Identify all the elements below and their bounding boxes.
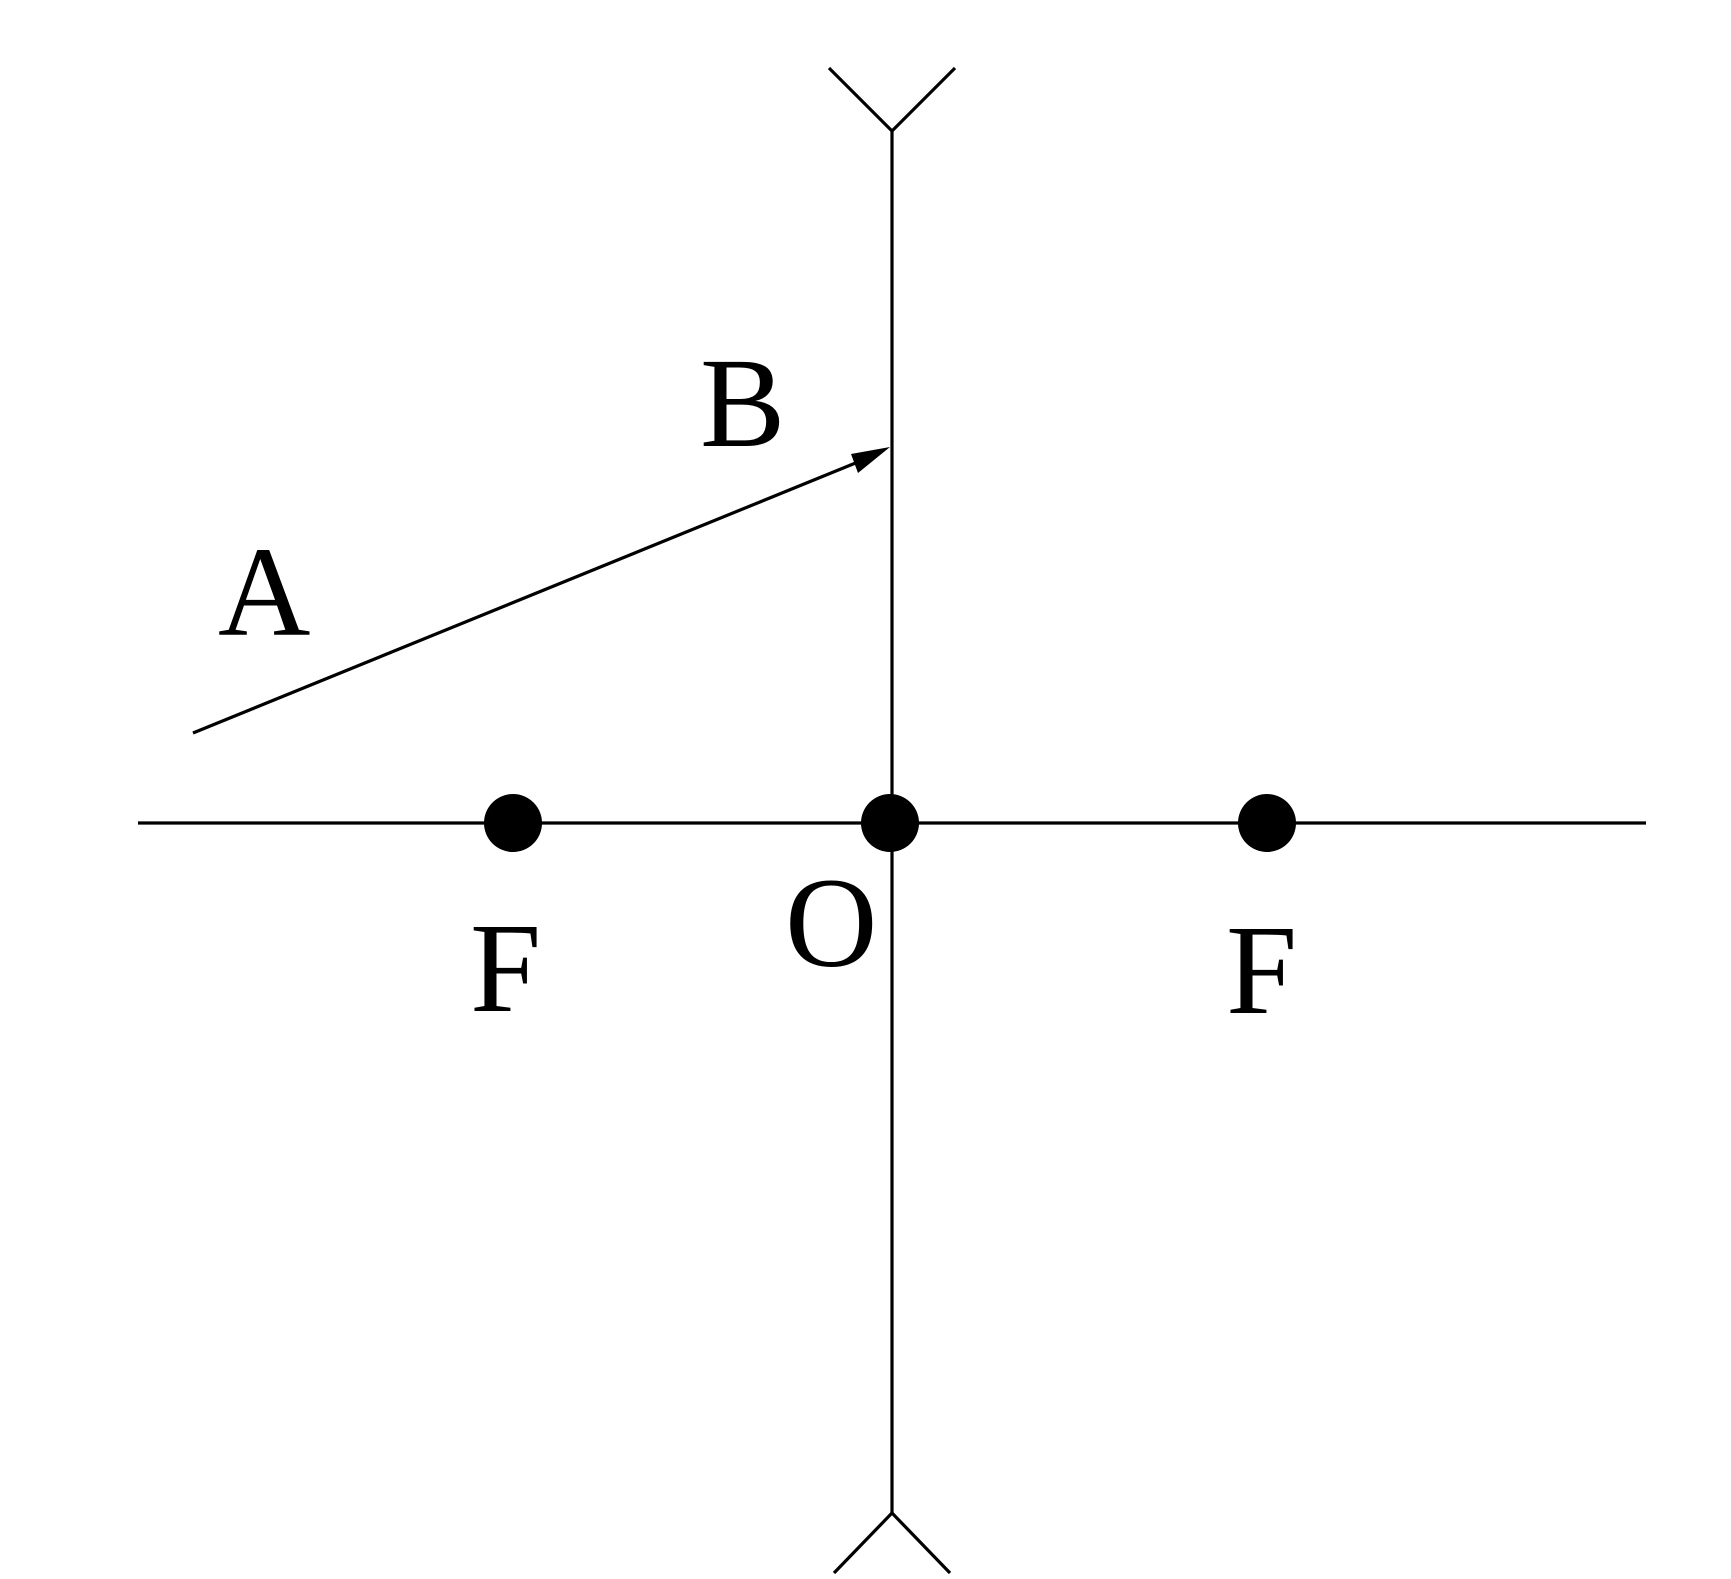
label-o: O [785,852,877,994]
ray-arrowhead-icon [851,447,890,473]
label-f-right: F [1226,899,1297,1041]
label-b: B [700,332,785,474]
lens-bottom-cap-icon [832,1511,952,1575]
focus-point-left [484,794,542,852]
focus-point-right [1238,794,1296,852]
incident-ray [192,460,859,735]
label-f-left: F [470,897,541,1039]
optical-center-point [861,794,919,852]
label-a: A [218,521,310,663]
lens-top-cap-icon [827,66,957,133]
